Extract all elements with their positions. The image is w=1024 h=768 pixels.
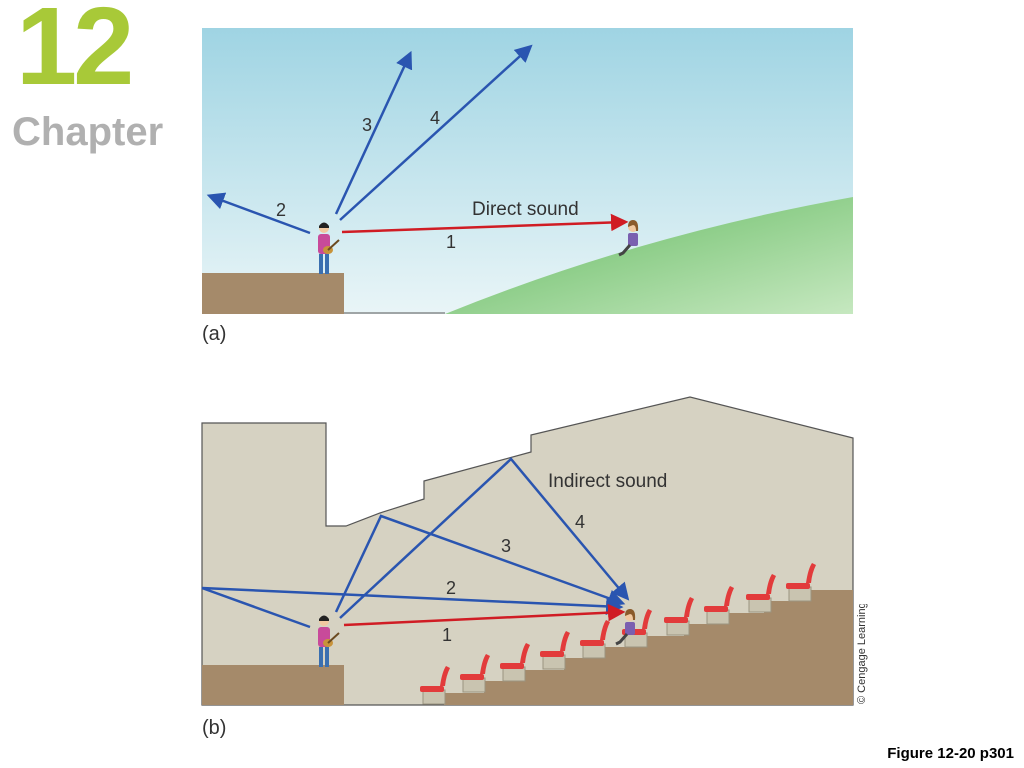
ray-b-2-label: 2 <box>446 578 456 598</box>
indirect-sound-label: Indirect sound <box>548 471 667 492</box>
ray-a-4-label: 4 <box>430 108 440 128</box>
figure-caption: Figure 12-20 p301 <box>887 745 1014 762</box>
ray-a-4 <box>339 44 533 221</box>
ray-b-1-label: 1 <box>442 625 452 645</box>
ray-b-3 <box>334 514 626 613</box>
grass-hill <box>445 197 853 314</box>
panel-a-label: (a) <box>202 323 227 345</box>
panel-a-scene: 1 2 3 4 Direct sound <box>202 28 853 314</box>
ray-b-4-label: 4 <box>575 512 585 532</box>
ray-a-2-label: 2 <box>276 200 286 220</box>
credit-text: © Cengage Learning. <box>856 604 868 704</box>
ray-a-3-label: 3 <box>362 115 372 135</box>
direct-sound-label: Direct sound <box>472 199 579 220</box>
ray-b-2 <box>201 586 624 629</box>
stage-a <box>202 273 344 314</box>
stage-b <box>202 665 344 705</box>
ray-b-1 <box>343 603 626 627</box>
chapter-word: Chapter <box>12 110 164 154</box>
ray-b-3-label: 3 <box>501 536 511 556</box>
ray-a-1-label: 1 <box>446 232 456 252</box>
seating-tiers <box>444 590 853 705</box>
panel-b-scene: 1 2 3 4 Indirect sound <box>201 396 854 706</box>
ray-a-1 <box>341 213 629 234</box>
credit-vertical: © Cengage Learning. <box>856 604 868 704</box>
ray-a-3 <box>334 50 413 215</box>
ray-a-2 <box>206 192 311 235</box>
panel-b-label: (b) <box>202 717 227 739</box>
chapter-number: 12 <box>16 0 134 108</box>
ray-b-4 <box>339 457 630 619</box>
